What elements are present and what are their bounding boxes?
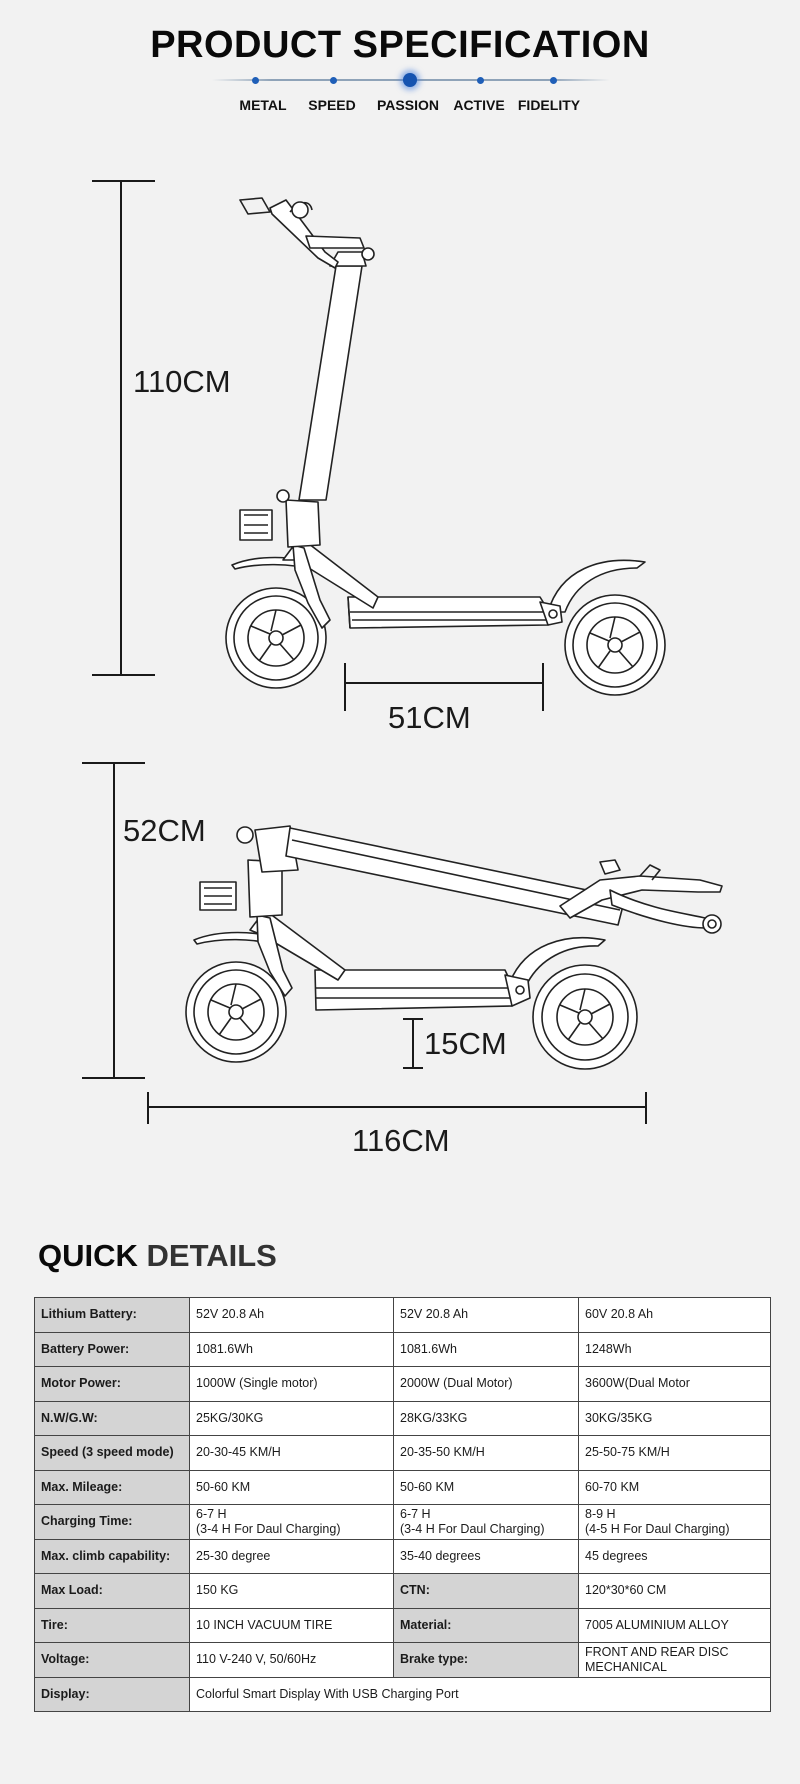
- spec-value: 6-7 H (3-4 H For Daul Charging): [393, 1504, 579, 1540]
- spec-value: 28KG/33KG: [393, 1400, 579, 1436]
- scooter-folded-icon: [185, 825, 723, 1070]
- spec-value: 25-50-75 KM/H: [578, 1435, 771, 1471]
- spec-value: 20-35-50 KM/H: [393, 1435, 579, 1471]
- dimension-folded-height-label: 52CM: [123, 813, 206, 848]
- dimension-deck-label: 51CM: [388, 700, 471, 735]
- spec-value: 3600W(Dual Motor: [578, 1366, 771, 1402]
- nav-label-active: ACTIVE: [453, 97, 505, 113]
- spec-value: 25-30 degree: [189, 1538, 394, 1574]
- table-row: Max. climb capability: 25-30 degree 35-4…: [34, 1538, 771, 1574]
- spec-value-line: MECHANICAL: [585, 1659, 667, 1674]
- spec-value: 8-9 H (4-5 H For Daul Charging): [578, 1504, 771, 1540]
- spec-label: Motor Power:: [34, 1366, 190, 1402]
- spec-label: Display:: [34, 1676, 190, 1712]
- spec-value-line: 8-9 H: [585, 1506, 616, 1521]
- spec-label: Battery Power:: [34, 1331, 190, 1367]
- dimension-line-height: [92, 180, 155, 676]
- table-row: Charging Time: 6-7 H (3-4 H For Daul Cha…: [34, 1504, 771, 1540]
- table-row: Lithium Battery: 52V 20.8 Ah 52V 20.8 Ah…: [34, 1297, 771, 1333]
- spec-value: 50-60 KM: [189, 1469, 394, 1505]
- spec-value: 52V 20.8 Ah: [189, 1297, 394, 1333]
- nav-label-passion: PASSION: [377, 97, 439, 113]
- table-row: Display: Colorful Smart Display With USB…: [34, 1676, 771, 1712]
- spec-label: Max. Mileage:: [34, 1469, 190, 1505]
- spec-value: 10 INCH VACUUM TIRE: [189, 1607, 394, 1643]
- spec-label: Brake type:: [393, 1642, 579, 1678]
- spec-label: Lithium Battery:: [34, 1297, 190, 1333]
- spec-value: 6-7 H (3-4 H For Daul Charging): [189, 1504, 394, 1540]
- spec-value: 1081.6Wh: [189, 1331, 394, 1367]
- spec-value: 20-30-45 KM/H: [189, 1435, 394, 1471]
- spec-value: 1081.6Wh: [393, 1331, 579, 1367]
- table-row: Motor Power: 1000W (Single motor) 2000W …: [34, 1366, 771, 1402]
- spec-value-line: 6-7 H: [196, 1506, 227, 1521]
- spec-label: Speed (3 speed mode): [34, 1435, 190, 1471]
- nav-dot: [550, 76, 557, 84]
- spec-value-line: (3-4 H For Daul Charging): [196, 1521, 341, 1536]
- quick-details-title-rest: DETAILS: [146, 1238, 277, 1273]
- spec-label: Max Load:: [34, 1573, 190, 1609]
- nav-label-speed: SPEED: [308, 97, 356, 113]
- dimension-line-clearance: [403, 1018, 423, 1069]
- spec-value: 110 V-240 V, 50/60Hz: [189, 1642, 394, 1678]
- table-row: Voltage: 110 V-240 V, 50/60Hz Brake type…: [34, 1642, 771, 1678]
- spec-value: 25KG/30KG: [189, 1400, 394, 1436]
- table-row: Max Load: 150 KG CTN: 120*30*60 CM: [34, 1573, 771, 1609]
- spec-value-line: FRONT AND REAR DISC: [585, 1644, 729, 1659]
- dimension-line-length: [147, 1092, 647, 1124]
- table-row: Battery Power: 1081.6Wh 1081.6Wh 1248Wh: [34, 1331, 771, 1367]
- spec-value-line: 6-7 H: [400, 1506, 431, 1521]
- spec-label: Max. climb capability:: [34, 1538, 190, 1574]
- spec-label: CTN:: [393, 1573, 579, 1609]
- nav-dot: [252, 76, 259, 84]
- nav-dot: [477, 76, 484, 84]
- spec-value: 1000W (Single motor): [189, 1366, 394, 1402]
- spec-table: Lithium Battery: 52V 20.8 Ah 52V 20.8 Ah…: [34, 1297, 771, 1712]
- spec-label: Tire:: [34, 1607, 190, 1643]
- quick-details-title-bold: QUICK: [38, 1238, 138, 1273]
- scooter-diagrams: [82, 180, 723, 1124]
- nav-dot: [330, 76, 337, 84]
- spec-value: 30KG/35KG: [578, 1400, 771, 1436]
- dimension-line-deck: [344, 663, 544, 711]
- table-row: Speed (3 speed mode) 20-30-45 KM/H 20-35…: [34, 1435, 771, 1471]
- spec-value: 60-70 KM: [578, 1469, 771, 1505]
- spec-label: Voltage:: [34, 1642, 190, 1678]
- quick-details-title: QUICK DETAILS: [38, 1238, 277, 1274]
- spec-label: Material:: [393, 1607, 579, 1643]
- table-row: N.W/G.W: 25KG/30KG 28KG/33KG 30KG/35KG: [34, 1400, 771, 1436]
- nav-label-fidelity: FIDELITY: [517, 97, 581, 113]
- spec-label: Charging Time:: [34, 1504, 190, 1540]
- dimension-clearance-label: 15CM: [424, 1026, 507, 1061]
- spec-value: Colorful Smart Display With USB Charging…: [189, 1676, 771, 1712]
- spec-value: 35-40 degrees: [393, 1538, 579, 1574]
- spec-value: 1248Wh: [578, 1331, 771, 1367]
- dimension-length-label: 116CM: [352, 1123, 450, 1158]
- spec-value: 45 degrees: [578, 1538, 771, 1574]
- spec-value: 120*30*60 CM: [578, 1573, 771, 1609]
- spec-value: 150 KG: [189, 1573, 394, 1609]
- nav-label-metal: METAL: [239, 97, 287, 113]
- table-row: Max. Mileage: 50-60 KM 50-60 KM 60-70 KM: [34, 1469, 771, 1505]
- spec-value: 7005 ALUMINIUM ALLOY: [578, 1607, 771, 1643]
- spec-label: N.W/G.W:: [34, 1400, 190, 1436]
- spec-value: 50-60 KM: [393, 1469, 579, 1505]
- spec-value-line: (3-4 H For Daul Charging): [400, 1521, 545, 1536]
- spec-value: 2000W (Dual Motor): [393, 1366, 579, 1402]
- spec-value: 52V 20.8 Ah: [393, 1297, 579, 1333]
- table-row: Tire: 10 INCH VACUUM TIRE Material: 7005…: [34, 1607, 771, 1643]
- spec-value: 60V 20.8 Ah: [578, 1297, 771, 1333]
- dimension-height-label: 110CM: [133, 364, 231, 399]
- nav-dot-active: [403, 73, 417, 87]
- page-title: PRODUCT SPECIFICATION: [150, 24, 650, 66]
- dimension-line-folded-height: [82, 762, 145, 1079]
- scooter-unfolded-icon: [225, 197, 666, 696]
- spec-value-line: (4-5 H For Daul Charging): [585, 1521, 730, 1536]
- spec-value: FRONT AND REAR DISC MECHANICAL: [578, 1642, 771, 1678]
